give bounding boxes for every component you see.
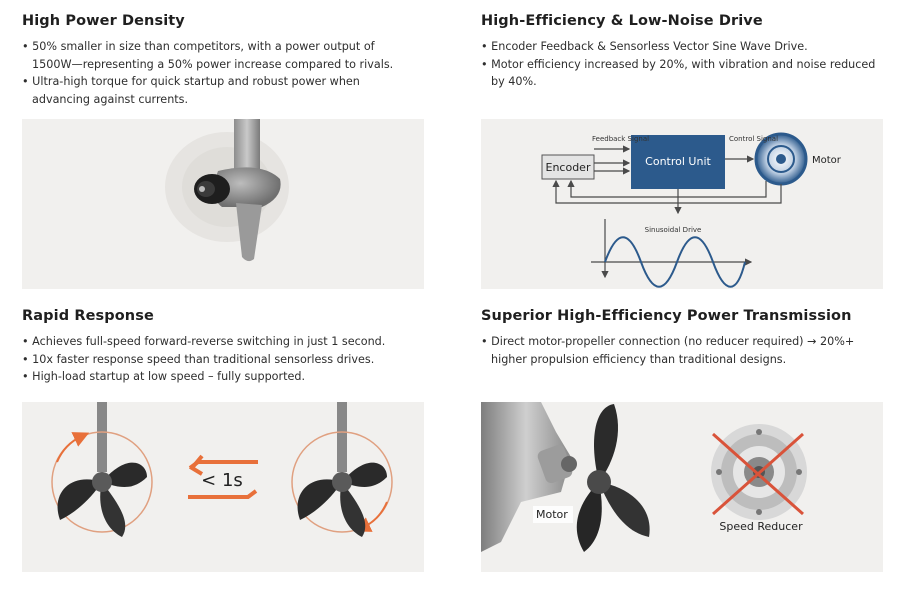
rapid-response-panel: < 1s	[22, 402, 424, 572]
transmission-panel: Motor Speed Reducer	[481, 402, 883, 572]
bullet-list: Encoder Feedback & Sensorless Vector Sin…	[481, 38, 881, 91]
control-signal-label: Control Signal	[729, 135, 778, 143]
section-power-density: High Power Density 50% smaller in size t…	[22, 13, 422, 108]
cross-out-icon	[712, 432, 804, 516]
encoder-block	[541, 154, 595, 180]
switch-time-label: < 1s	[201, 470, 243, 491]
control-unit-block	[631, 135, 725, 189]
propeller-forward	[51, 402, 153, 537]
bullet-list: Direct motor-propeller connection (no re…	[481, 333, 881, 368]
bullet-item: High-load startup at low speed – fully s…	[22, 368, 417, 386]
motor-label: Motor	[536, 508, 568, 521]
motor-photo-panel	[22, 119, 424, 289]
section-title: Rapid Response	[22, 308, 154, 324]
direct-drive-illustration: Motor Speed Reducer	[481, 402, 807, 552]
forward-reverse-illustration: < 1s	[51, 402, 393, 537]
bullet-item: Ultra-high torque for quick startup and …	[22, 73, 417, 108]
section-power-transmission: Superior High-Efficiency Power Transmiss…	[481, 308, 891, 368]
bullet-item: Achieves full-speed forward-reverse swit…	[22, 333, 417, 351]
section-title: High-Efficiency & Low-Noise Drive	[481, 13, 763, 29]
bullet-list: 50% smaller in size than competitors, wi…	[22, 38, 417, 108]
motor-housing	[481, 402, 571, 552]
bullet-item: Encoder Feedback & Sensorless Vector Sin…	[481, 38, 881, 56]
section-low-noise-drive: High-Efficiency & Low-Noise Drive Encode…	[481, 13, 891, 91]
bullet-item: 50% smaller in size than competitors, wi…	[22, 38, 417, 73]
propeller-reverse	[291, 402, 393, 537]
outboard-motor-illustration	[165, 119, 289, 262]
section-rapid-response: Rapid Response Achieves full-speed forwa…	[22, 308, 422, 386]
encoder-label: Encoder	[546, 161, 591, 174]
section-title: Superior High-Efficiency Power Transmiss…	[481, 308, 852, 324]
motor-label: Motor	[812, 155, 842, 166]
speed-reducer-label: Speed Reducer	[719, 520, 803, 533]
bullet-item: Motor efficiency increased by 20%, with …	[481, 56, 881, 91]
control-block-diagram: Encoder Control Unit Motor Feedback Sign…	[541, 132, 842, 288]
control-unit-label: Control Unit	[645, 155, 711, 168]
section-title: High Power Density	[22, 13, 185, 29]
direct-propeller	[576, 404, 650, 552]
sinusoidal-drive-label: Sinusoidal Drive	[645, 226, 702, 234]
control-diagram-panel: Encoder Control Unit Motor Feedback Sign…	[481, 119, 883, 289]
feedback-signal-label: Feedback Signal	[592, 135, 649, 143]
bullet-list: Achieves full-speed forward-reverse swit…	[22, 333, 417, 386]
bullet-item: Direct motor-propeller connection (no re…	[481, 333, 881, 368]
bullet-item: 10x faster response speed than tradition…	[22, 351, 417, 369]
switch-arrows-icon	[188, 454, 258, 499]
sine-wave	[604, 236, 746, 288]
